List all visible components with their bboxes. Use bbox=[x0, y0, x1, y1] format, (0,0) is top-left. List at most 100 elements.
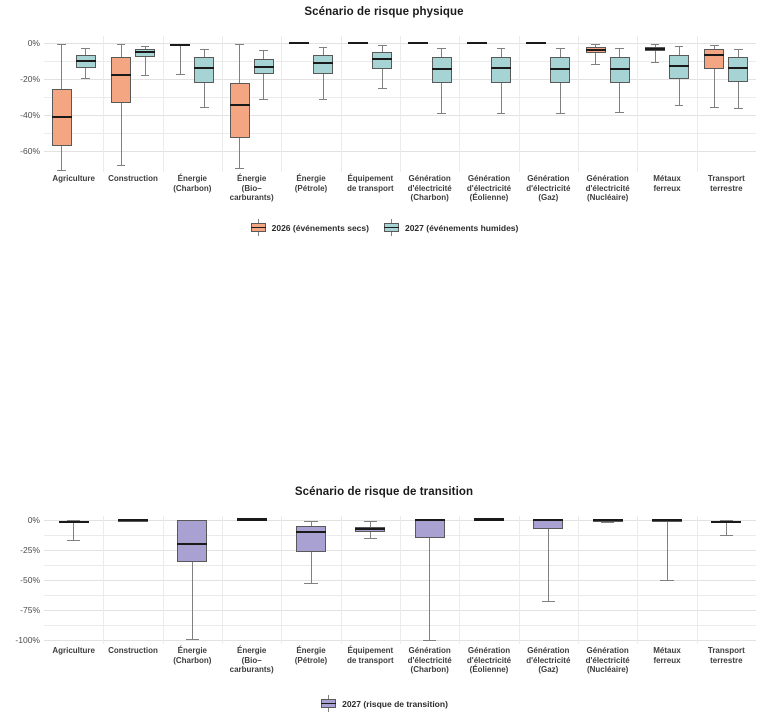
y-tick-label: -40% bbox=[20, 109, 40, 120]
legend-key-icon bbox=[383, 219, 400, 236]
x-tick-label-line: Énergie bbox=[236, 646, 267, 655]
physical-risk-panel: Scénario de risque physique 0%-20%-40%-6… bbox=[0, 0, 768, 240]
boxplot-median-line bbox=[645, 48, 665, 51]
boxplot-box bbox=[289, 36, 309, 172]
x-tick-label: Énergie(Bio–carburants) bbox=[221, 646, 283, 675]
boxplot-whisker-cap-lower bbox=[116, 164, 126, 166]
boxplot-box bbox=[194, 36, 215, 172]
boxplot-box bbox=[118, 516, 148, 644]
y-tick-label: 0% bbox=[27, 514, 40, 525]
x-tick-label-line: de transport bbox=[346, 183, 394, 193]
boxplot-box bbox=[491, 36, 511, 172]
x-tick-label-line: (Éolienne) bbox=[469, 193, 509, 202]
boxplot-whisker-cap-lower bbox=[140, 75, 150, 76]
boxplot-whisker bbox=[179, 43, 181, 75]
boxplot-whisker-cap-lower bbox=[674, 104, 684, 106]
legend-transition: 2027 (risque de transition) bbox=[0, 695, 768, 712]
boxplot-box bbox=[533, 516, 564, 644]
boxplot-box bbox=[467, 36, 487, 172]
x-tick-label-line: (Charbon) bbox=[410, 665, 449, 674]
boxplot-iqr-rect bbox=[704, 48, 725, 70]
x-tick-label-line: ferreux bbox=[653, 183, 681, 193]
x-tick-label-line: (Charbon) bbox=[173, 655, 212, 665]
boxplot-iqr-rect bbox=[728, 57, 749, 82]
x-tick-label-line: d'électricité bbox=[407, 183, 452, 193]
gridline-vertical bbox=[281, 516, 283, 644]
gridline-vertical bbox=[400, 516, 401, 644]
chart-title-transition: Scénario de risque de transition bbox=[294, 486, 474, 498]
boxplot-box bbox=[645, 36, 665, 172]
boxplot-median-line bbox=[728, 67, 749, 70]
boxplot-median-line bbox=[372, 57, 393, 60]
y-tick-label: -50% bbox=[20, 575, 40, 585]
boxplot-whisker bbox=[144, 45, 146, 75]
boxplot-box bbox=[111, 36, 131, 172]
x-tick-label-line: Génération bbox=[467, 646, 511, 655]
boxplot-iqr-rect bbox=[313, 54, 333, 75]
x-tick-label-line: Équipement bbox=[347, 646, 394, 655]
boxplot-median-line bbox=[491, 67, 511, 70]
x-tick-label-line: Énergie bbox=[296, 174, 326, 183]
boxplot-iqr-rect bbox=[414, 519, 445, 538]
legend-physical: 2026 (événements secs) 2027 (événements h… bbox=[0, 219, 768, 236]
boxplot-whisker bbox=[666, 519, 668, 580]
y-tick-label: 0% bbox=[27, 38, 40, 49]
boxplot-box bbox=[348, 36, 369, 172]
transition-risk-panel: Scénario de risque de transition 0%-25%-… bbox=[0, 240, 768, 712]
boxplot-flat-marker bbox=[526, 41, 547, 45]
legend-item[interactable]: 2026 (événements secs) bbox=[250, 219, 369, 236]
boxplot-box bbox=[711, 516, 742, 644]
boxplot-median-line bbox=[431, 68, 452, 71]
x-tick-label-line: Transport bbox=[707, 174, 745, 183]
legend-item[interactable]: 2027 (événements humides) bbox=[383, 219, 518, 236]
boxplot-iqr-rect bbox=[296, 526, 326, 552]
gridline-vertical bbox=[518, 516, 520, 644]
gridline-vertical bbox=[578, 516, 579, 644]
boxplot-box bbox=[296, 516, 326, 644]
boxplot-whisker-cap-upper bbox=[304, 520, 318, 522]
gridline-vertical bbox=[162, 36, 164, 172]
boxplot-box bbox=[236, 516, 267, 644]
boxplot-box bbox=[592, 516, 623, 644]
boxplot-median-line bbox=[118, 518, 148, 521]
boxplot-box bbox=[414, 516, 445, 644]
boxplot-whisker-cap-lower bbox=[615, 112, 625, 114]
boxplot-whisker-cap-upper bbox=[437, 47, 447, 49]
x-tick-label-line: (Pétrole) bbox=[294, 655, 328, 665]
boxplot-box bbox=[355, 516, 386, 644]
y-tick-label: -60% bbox=[20, 145, 40, 156]
x-tick-label-line: Construction bbox=[108, 646, 158, 655]
x-tick-label-line: (Bio– bbox=[241, 183, 262, 193]
boxplot-whisker-cap-upper bbox=[709, 44, 719, 46]
boxplot-median-line bbox=[111, 74, 131, 77]
boxplot-median-line bbox=[58, 520, 89, 523]
x-tick-label-line: Transport bbox=[707, 646, 745, 655]
boxplot-whisker-cap-upper bbox=[555, 47, 565, 49]
x-tick-label-line: Génération bbox=[527, 646, 570, 655]
boxplot-box bbox=[313, 36, 333, 172]
x-tick-label-line: Énergie bbox=[296, 646, 326, 655]
gridline-vertical bbox=[162, 516, 164, 644]
boxplot-whisker-cap-lower bbox=[304, 583, 318, 585]
y-tick-label: -20% bbox=[20, 73, 40, 84]
boxplot-median-line bbox=[194, 67, 215, 70]
x-tick-label-line: Énergie bbox=[177, 646, 207, 655]
x-tick-label: Énergie(Charbon) bbox=[161, 646, 223, 665]
x-tick-label-line: (Charbon) bbox=[173, 183, 212, 193]
x-tick-label-line: Génération bbox=[408, 174, 451, 183]
x-tick-label: Agriculture bbox=[43, 646, 105, 656]
boxplot-whisker-cap-upper bbox=[496, 47, 506, 49]
legend-item[interactable]: 2027 (risque de transition) bbox=[320, 695, 448, 712]
boxplot-whisker-cap-lower bbox=[81, 78, 91, 80]
boxplot-whisker-cap-upper bbox=[318, 46, 328, 48]
boxplot-whisker-cap-upper bbox=[57, 44, 67, 46]
boxplot-box bbox=[407, 36, 428, 172]
boxplot-whisker-cap-upper bbox=[81, 47, 91, 49]
boxplot-whisker-cap-upper bbox=[235, 43, 245, 45]
x-tick-label-line: (Gaz) bbox=[538, 193, 559, 202]
